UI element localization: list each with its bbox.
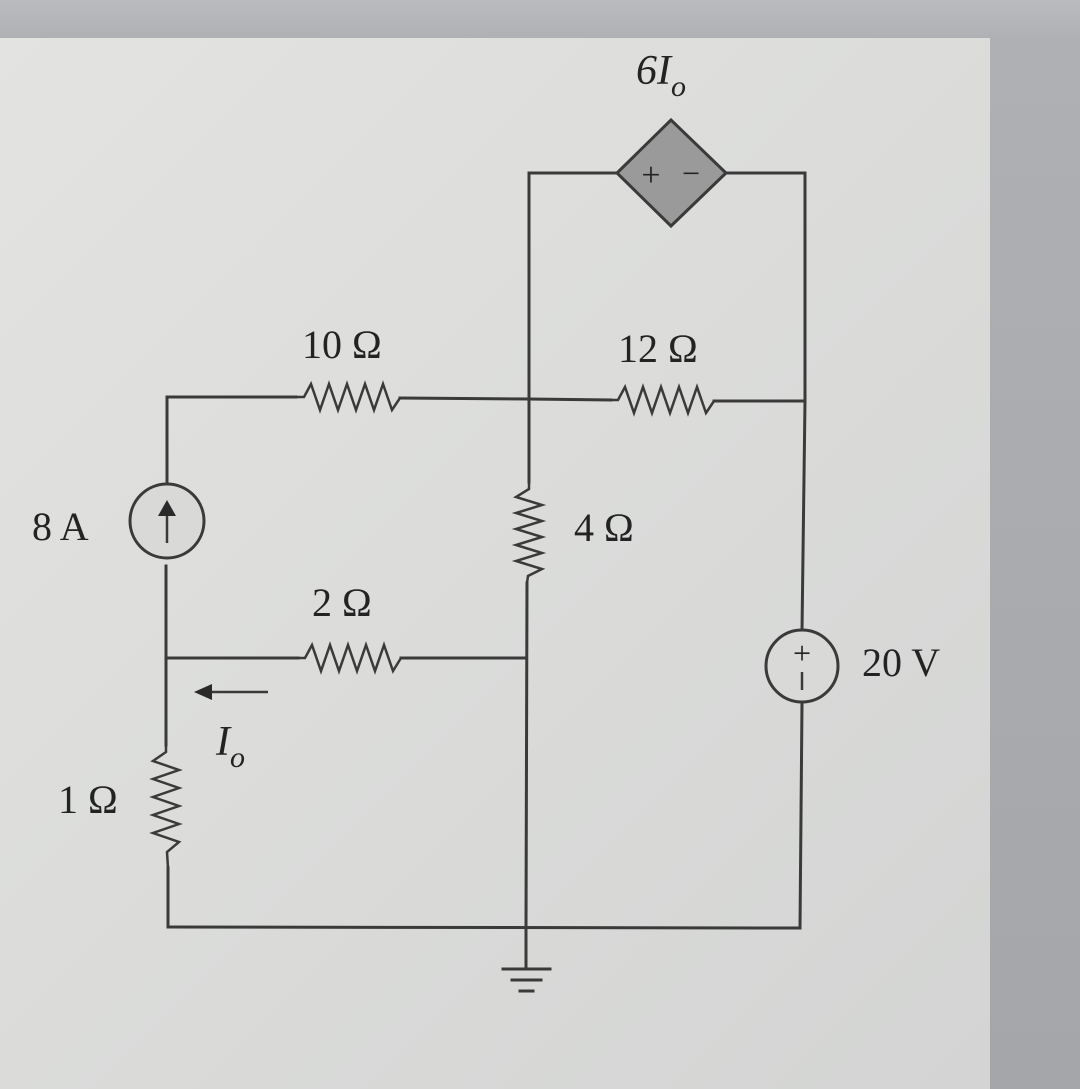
svg-text:6Io: 6Io: [636, 48, 686, 103]
current-source-8a: [128, 482, 206, 560]
wire-right-upper: [800, 399, 807, 633]
resistor-2-ohm-icon: [298, 641, 403, 675]
wire-bottom: [166, 925, 802, 930]
current-source-label: 8 A: [32, 504, 89, 549]
arrow-left-icon: [194, 684, 268, 700]
resistor-1-label: 1 Ω: [58, 777, 118, 822]
dependent-source-label: 6Io: [636, 48, 686, 103]
dependent-source-coef: 6: [636, 48, 657, 94]
wire-10-right: [398, 396, 531, 401]
ground-icon: [501, 967, 552, 993]
svg-text:Io: Io: [215, 719, 245, 774]
wire-10-left: [165, 395, 298, 496]
current-io-var: I: [215, 719, 232, 765]
voltage-source-plus: +: [793, 635, 811, 671]
wire-4-bottom: [524, 581, 529, 930]
resistor-10-ohm-icon: [296, 380, 402, 414]
wire-top-left: [527, 171, 619, 400]
dependent-source-minus: −: [682, 155, 700, 191]
wire-12-left: [527, 397, 613, 402]
dependent-voltage-source: + −: [614, 117, 729, 229]
voltage-source-icon: [764, 628, 840, 704]
wires: [164, 171, 807, 970]
voltage-source-20v: +: [764, 628, 840, 704]
resistor-12-ohm-icon: [611, 383, 716, 417]
resistor-4-ohm-icon: [511, 482, 547, 584]
current-io-label: Io: [215, 719, 245, 774]
diamond-source-icon: [614, 117, 729, 229]
paper-background: [0, 38, 990, 1089]
wire-top-right: [724, 171, 807, 402]
arrow-up-icon: [158, 500, 176, 543]
resistor-2-label: 2 Ω: [312, 580, 372, 625]
resistor-10-label: 10 Ω: [302, 322, 382, 367]
dependent-source-sub: o: [671, 70, 686, 103]
resistor-4-label: 4 Ω: [574, 505, 634, 550]
voltage-source-label: 20 V: [862, 640, 940, 685]
current-io-sub: o: [230, 741, 245, 774]
dependent-source-var: I: [656, 48, 673, 94]
dependent-source-plus: +: [641, 157, 660, 194]
wire-right-lower: [798, 701, 804, 930]
resistor-12-label: 12 Ω: [618, 326, 698, 371]
resistor-1-ohm-icon: [149, 745, 183, 869]
